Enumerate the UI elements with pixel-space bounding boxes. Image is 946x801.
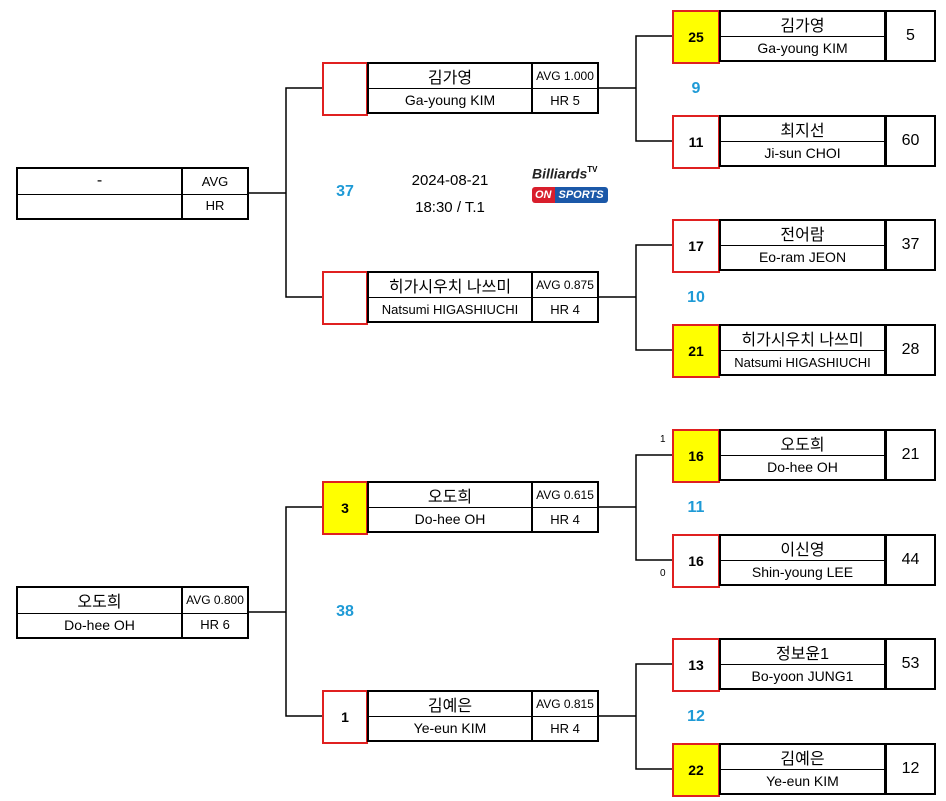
quarter-player-name-box: 최지선 Ji-sun CHOI: [719, 115, 886, 167]
quarter-player-name-en: Ye-eun KIM: [766, 773, 839, 789]
quarter-player-name-box: 김가영 Ga-young KIM: [719, 10, 886, 62]
final-player-hr: HR: [205, 198, 225, 214]
semi-player-name-box: 히가시우치 나쓰미 Natsumi HIGASHIUCHI: [367, 271, 533, 323]
quarter-score: 13: [672, 638, 720, 692]
final-player-hr: HR 6: [200, 617, 230, 633]
semi-player-stats: AVG 0.875 HR 4: [533, 271, 599, 323]
logo-sports-text: SPORTS: [554, 187, 608, 204]
final-player-avg: AVG: [183, 169, 247, 195]
match-number: 9: [691, 80, 701, 97]
semi-player-avg: AVG 1.000: [533, 64, 597, 89]
semi-score: [322, 62, 368, 116]
quarter-player-name-kr: 김예은: [721, 745, 884, 770]
player-seed: 44: [885, 534, 936, 586]
player-seed: 28: [885, 324, 936, 376]
quarter-player-name-kr: 오도희: [721, 431, 884, 456]
match-number: 10: [687, 289, 705, 306]
quarter-player-name-box: 히가시우치 나쓰미 Natsumi HIGASHIUCHI: [719, 324, 886, 376]
logo-billiards-text: Billiards: [532, 165, 588, 182]
semi-player-stats: AVG 1.000 HR 5: [533, 62, 599, 114]
semi-score: 1: [322, 690, 368, 744]
semi-player-avg: AVG 0.815: [533, 692, 597, 717]
semi-player-avg: AVG 0.615: [533, 483, 597, 508]
semi-player-hr: HR 4: [550, 720, 580, 736]
semi-player-name-box: 김가영 Ga-young KIM: [367, 62, 533, 114]
semi-player-hr: HR 4: [550, 301, 580, 317]
quarter-player-name-en: Do-hee OH: [767, 459, 838, 475]
quarter-score: 17: [672, 219, 720, 273]
player-seed: 60: [885, 115, 936, 167]
final-player-stats: AVG HR: [183, 167, 249, 220]
final-player-name-en: [18, 194, 181, 219]
final-player-name-kr: 오도희: [18, 588, 181, 614]
quarter-player-name-en: Eo-ram JEON: [758, 249, 847, 265]
quarter-player-name-kr: 이신영: [721, 536, 884, 561]
quarter-score: 16: [672, 429, 720, 483]
quarter-score: 25: [672, 10, 720, 64]
logo-on-text: ON: [532, 187, 555, 204]
match-date: 2024-08-21: [411, 172, 489, 189]
semi-player-name-box: 오도희 Do-hee OH: [367, 481, 533, 533]
quarter-player-name-kr: 김가영: [721, 12, 884, 37]
match-number-final-top: 37: [336, 183, 354, 200]
quarter-player-name-box: 전어람 Eo-ram JEON: [719, 219, 886, 271]
match-number-final-bottom: 38: [336, 603, 354, 620]
quarter-player-name-kr: 히가시우치 나쓰미: [721, 326, 884, 351]
quarter-player-name-kr: 정보윤1: [721, 640, 884, 665]
match-number: 11: [687, 499, 705, 516]
semi-player-name-en: Do-hee OH: [414, 511, 486, 527]
semi-player-name-box: 김예은 Ye-eun KIM: [367, 690, 533, 742]
semi-player-name-kr: 김가영: [369, 64, 531, 89]
final-player-name-en: Do-hee OH: [64, 616, 135, 633]
quarter-player-name-box: 정보윤1 Bo-yoon JUNG1: [719, 638, 886, 690]
quarter-player-name-en: Natsumi HIGASHIUCHI: [734, 354, 871, 370]
semi-player-name-kr: 오도희: [369, 483, 531, 508]
player-seed: 53: [885, 638, 936, 690]
quarter-score: 16: [672, 534, 720, 588]
tiebreak-score-top: 1: [660, 434, 666, 445]
player-seed: 12: [885, 743, 936, 795]
match-number: 12: [687, 708, 705, 725]
semi-player-name-kr: 히가시우치 나쓰미: [369, 273, 531, 298]
match-time-table: 18:30 / T.1: [415, 199, 485, 216]
final-player-avg: AVG 0.800: [183, 588, 247, 614]
semi-score: [322, 271, 368, 325]
tiebreak-score-bottom: 0: [660, 568, 666, 579]
semi-player-hr: HR 4: [550, 511, 580, 527]
semi-player-name-en: Ga-young KIM: [404, 92, 496, 108]
quarter-player-name-box: 김예은 Ye-eun KIM: [719, 743, 886, 795]
quarter-score: 22: [672, 743, 720, 797]
quarter-player-name-en: Bo-yoon JUNG1: [751, 668, 854, 684]
quarter-score: 11: [672, 115, 720, 169]
logo-tv-text: TV: [587, 165, 598, 174]
quarter-player-name-kr: 최지선: [721, 117, 884, 142]
semi-player-name-en: Ye-eun KIM: [413, 720, 487, 736]
semi-score: 3: [322, 481, 368, 535]
semi-player-avg: AVG 0.875: [533, 273, 597, 298]
quarter-player-name-en: Ga-young KIM: [757, 40, 848, 56]
quarter-player-name-box: 오도희 Do-hee OH: [719, 429, 886, 481]
quarter-score: 21: [672, 324, 720, 378]
final-player-name-box: 오도희 Do-hee OH: [16, 586, 183, 639]
quarter-player-name-kr: 전어람: [721, 221, 884, 246]
semi-player-name-kr: 김예은: [369, 692, 531, 717]
player-seed: 5: [885, 10, 936, 62]
quarter-player-name-en: Shin-young LEE: [751, 564, 854, 580]
final-player-name-kr: -: [18, 169, 181, 195]
semi-player-stats: AVG 0.815 HR 4: [533, 690, 599, 742]
quarter-player-name-en: Ji-sun CHOI: [764, 145, 841, 161]
semi-player-name-en: Natsumi HIGASHIUCHI: [381, 301, 519, 317]
player-seed: 37: [885, 219, 936, 271]
quarter-player-name-box: 이신영 Shin-young LEE: [719, 534, 886, 586]
player-seed: 21: [885, 429, 936, 481]
semi-player-stats: AVG 0.615 HR 4: [533, 481, 599, 533]
final-player-name-box: -: [16, 167, 183, 220]
semi-player-hr: HR 5: [550, 92, 580, 108]
final-player-stats: AVG 0.800 HR 6: [183, 586, 249, 639]
